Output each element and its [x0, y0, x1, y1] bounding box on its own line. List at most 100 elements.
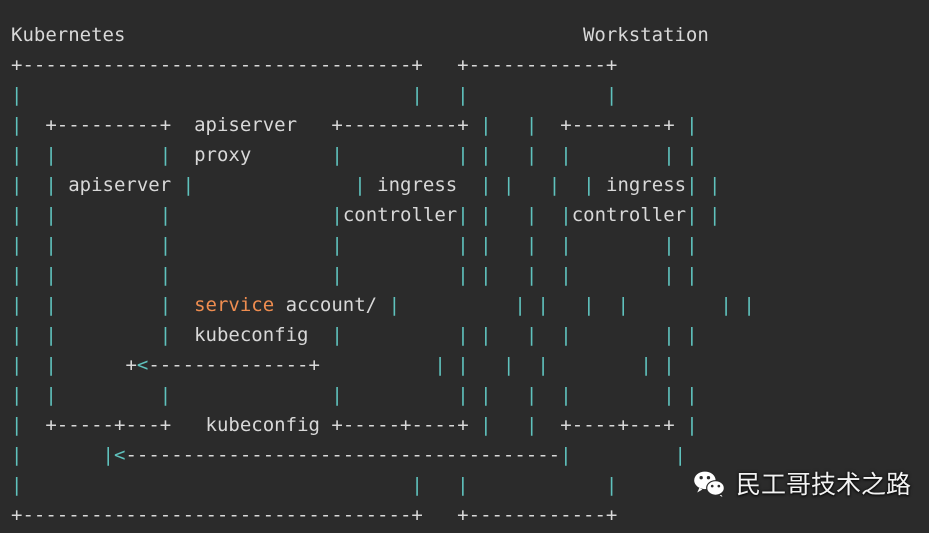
ascii-segment: | — [663, 234, 675, 256]
ascii-segment — [549, 294, 583, 316]
ascii-segment: --- — [628, 414, 664, 436]
ascii-segment: ----- — [56, 414, 114, 436]
ascii-segment: --- — [125, 414, 160, 436]
ascii-segment — [22, 114, 45, 136]
ascii-segment — [57, 354, 126, 376]
ascii-segment — [423, 54, 457, 76]
ascii-segment — [343, 144, 457, 166]
ascii-segment: | — [480, 234, 492, 256]
ascii-segment: | — [159, 204, 172, 226]
ascii-segment: + — [663, 414, 675, 436]
ascii-segment — [423, 474, 457, 496]
ascii-segment: | — [514, 294, 526, 316]
ascii-segment — [469, 414, 480, 436]
ascii-segment — [675, 234, 686, 256]
ascii-segment: ---------- — [342, 114, 458, 136]
ascii-segment — [492, 234, 526, 256]
ascii-segment — [343, 234, 457, 256]
ascii-segment — [572, 144, 664, 166]
ascii-segment: + — [400, 414, 412, 436]
ascii-segment: | — [686, 384, 698, 406]
ascii-segment: + — [125, 354, 137, 376]
ascii-segment: | — [537, 354, 549, 376]
ascii-segment — [57, 264, 160, 286]
ascii-segment: | — [525, 204, 538, 226]
ascii-segment: < — [136, 354, 149, 376]
ascii-segment — [343, 264, 457, 286]
ascii-segment — [675, 144, 686, 166]
ascii-segment — [492, 174, 503, 196]
ascii-segment: kubeconfig — [171, 414, 332, 436]
ascii-segment: + — [457, 504, 469, 526]
ascii-segment: | — [686, 114, 698, 136]
ascii-segment — [537, 234, 560, 256]
ascii-segment — [537, 384, 560, 406]
ascii-segment: | — [159, 264, 172, 286]
ascii-segment: apiserver — [171, 114, 332, 136]
ascii-segment — [57, 294, 160, 316]
ascii-segment: controller — [342, 204, 458, 226]
ascii-segment: | — [686, 324, 698, 346]
ascii-segment: | — [503, 174, 515, 196]
ascii-segment: | — [480, 174, 492, 196]
ascii-segment: | — [159, 324, 172, 346]
ascii-segment: apiserver — [56, 174, 183, 196]
ascii-segment — [698, 204, 709, 226]
ascii-segment — [675, 384, 686, 406]
ascii-segment: | — [480, 144, 492, 166]
ascii-segment — [194, 174, 354, 196]
ascii-segment: | — [537, 294, 549, 316]
ascii-segment: | — [686, 174, 698, 196]
ascii-segment: | — [617, 294, 629, 316]
ascii-segment: | — [331, 234, 343, 256]
ascii-segment: ---- — [411, 414, 458, 436]
ascii-segment: | — [159, 144, 172, 166]
ascii-segment: ---- — [571, 414, 618, 436]
ascii-segment: -------------------------------------- — [125, 444, 561, 466]
ascii-segment: | — [560, 324, 572, 346]
ascii-segment — [171, 264, 331, 286]
ascii-segment — [22, 294, 45, 316]
ascii-segment: | — [159, 234, 172, 256]
ascii-segment: | — [640, 354, 652, 376]
ascii-segment: | — [480, 414, 492, 436]
ascii-segment: | — [525, 264, 538, 286]
ascii-segment: | — [457, 384, 469, 406]
ascii-segment — [537, 114, 560, 136]
ascii-segment: | — [605, 84, 618, 106]
ascii-segment: + — [457, 114, 469, 136]
ascii-segment: + — [159, 114, 172, 136]
ascii-segment: ------------ — [468, 54, 606, 76]
ascii-segment: --------- — [56, 114, 160, 136]
ascii-segment: + — [560, 414, 572, 436]
ascii-segment: | — [411, 84, 423, 106]
ascii-segment: | — [159, 294, 172, 316]
ascii-segment: | — [45, 234, 57, 256]
ascii-segment — [469, 264, 480, 286]
ascii-segment — [22, 414, 45, 436]
ascii-segment — [469, 114, 480, 136]
ascii-segment — [22, 324, 45, 346]
ascii-segment: + — [159, 414, 172, 436]
ascii-segment — [572, 264, 664, 286]
ascii-segment: | — [686, 264, 698, 286]
ascii-segment: ingress — [365, 174, 481, 196]
ascii-segment — [22, 174, 45, 196]
ascii-segment: | — [480, 384, 492, 406]
ascii-segment: | — [560, 264, 572, 286]
ascii-segment: | — [560, 234, 572, 256]
ascii-segment: + — [331, 114, 343, 136]
ascii-segment: | — [560, 444, 572, 466]
ascii-segment — [549, 354, 641, 376]
ascii-segment — [22, 144, 45, 166]
ascii-segment — [492, 324, 526, 346]
ascii-segment: ------------ — [468, 504, 606, 526]
ascii-segment — [514, 174, 548, 196]
ascii-segment — [57, 384, 160, 406]
ascii-segment: | — [45, 294, 57, 316]
ascii-architecture-diagram: Kubernetes Workstation +----------------… — [11, 20, 755, 530]
ascii-segment: | — [686, 234, 698, 256]
ascii-segment: | — [720, 294, 732, 316]
ascii-segment: | — [331, 324, 343, 346]
